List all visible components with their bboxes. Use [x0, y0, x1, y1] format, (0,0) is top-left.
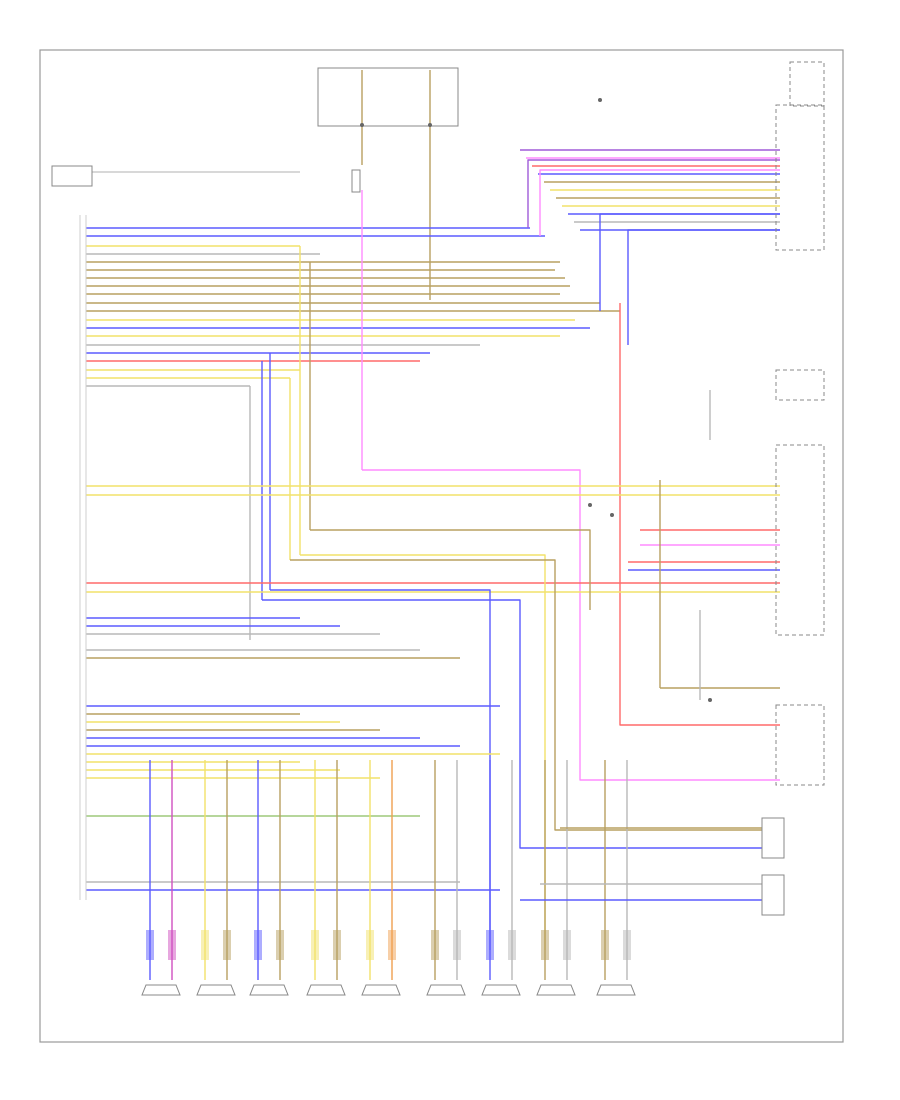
speaker-lead-b	[623, 930, 631, 960]
speaker-lead-a	[146, 930, 154, 960]
speaker-icon	[481, 984, 521, 996]
speaker-lead-b	[168, 930, 176, 960]
splice-dot	[610, 513, 614, 517]
wire	[262, 599, 762, 849]
wire	[539, 169, 780, 236]
speaker-icon	[596, 984, 636, 996]
wire	[362, 469, 780, 781]
speaker-icon	[249, 984, 289, 996]
speaker-lead-b	[563, 930, 571, 960]
speaker-lead-b	[223, 930, 231, 960]
speaker-icon	[141, 984, 181, 996]
wire	[599, 213, 780, 311]
speaker-icon	[196, 984, 236, 996]
speaker-lead-a	[201, 930, 209, 960]
speaker-icon	[306, 984, 346, 996]
module-box-top-left	[51, 165, 93, 187]
wire	[619, 303, 780, 726]
speaker-lead-b	[388, 930, 396, 960]
tweeter-box-upper	[761, 817, 785, 859]
speaker-lead-a	[366, 930, 374, 960]
speaker-lead-a	[601, 930, 609, 960]
wire	[310, 529, 591, 610]
splice-dot	[428, 123, 432, 127]
speaker-lead-b	[508, 930, 516, 960]
wire	[527, 159, 780, 228]
speaker-lead-a	[311, 930, 319, 960]
diagram-frame	[39, 49, 844, 1043]
splice-dot	[360, 123, 364, 127]
fuse-element	[351, 169, 361, 193]
speaker-lead-b	[333, 930, 341, 960]
speaker-lead-a	[486, 930, 494, 960]
component-box-right-lower	[775, 704, 825, 786]
component-box-right-large	[775, 444, 825, 636]
component-box-top-right	[789, 61, 825, 107]
component-group	[51, 61, 825, 916]
splice-dot	[598, 98, 602, 102]
speaker-icon	[361, 984, 401, 996]
relay-block	[317, 67, 459, 127]
speaker-lead-b	[276, 930, 284, 960]
speaker-icon	[536, 984, 576, 996]
speaker-lead-a	[431, 930, 439, 960]
speaker-lead-a	[541, 930, 549, 960]
speaker-group	[141, 930, 636, 996]
tweeter-box-lower	[761, 874, 785, 916]
speaker-icon	[426, 984, 466, 996]
component-box-right-mid	[775, 369, 825, 401]
splice-dot	[588, 503, 592, 507]
component-box-right-upper	[775, 104, 825, 251]
wire	[627, 229, 780, 345]
speaker-lead-a	[254, 930, 262, 960]
splice-dot	[708, 698, 712, 702]
wire-group	[86, 70, 780, 980]
wire	[290, 559, 762, 831]
speaker-lead-b	[453, 930, 461, 960]
